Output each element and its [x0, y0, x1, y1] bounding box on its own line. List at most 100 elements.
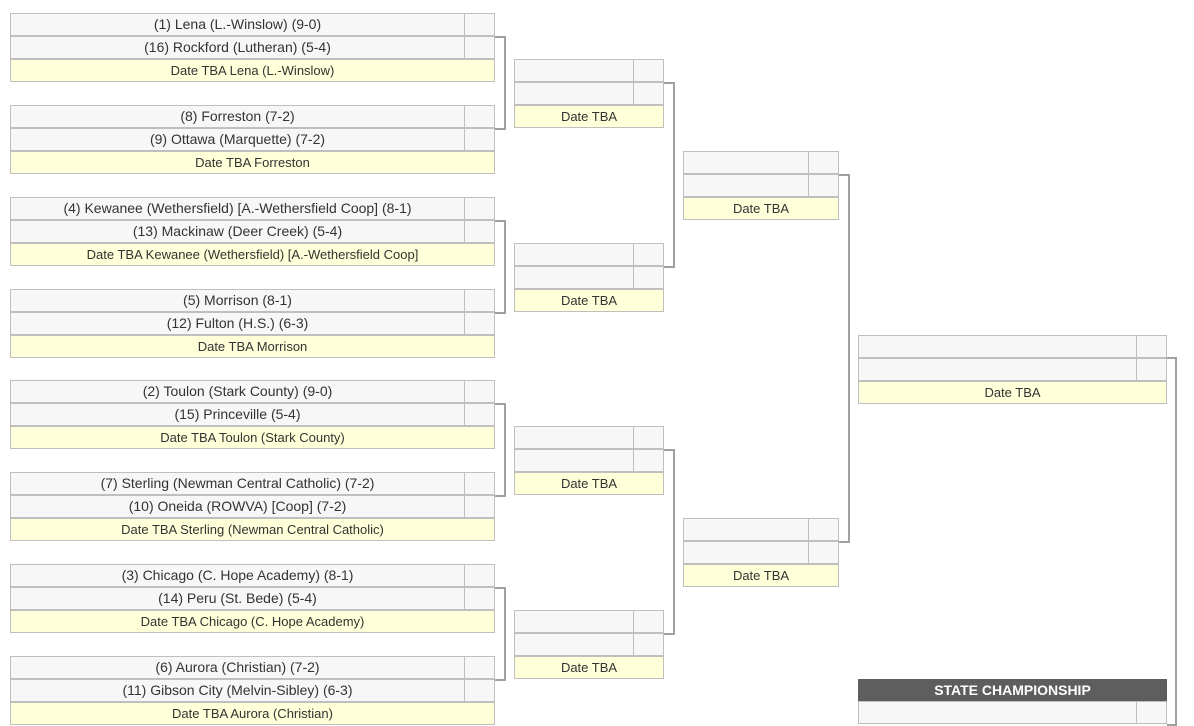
team-slot[interactable]: (1) Lena (L.-Winslow) (9-0)	[10, 13, 495, 36]
bracket-game: (1) Lena (L.-Winslow) (9-0)(16) Rockford…	[10, 13, 495, 82]
team-slot[interactable]: (2) Toulon (Stark County) (9-0)	[10, 380, 495, 403]
game-date: Date TBA Forreston	[10, 151, 495, 174]
team-slot[interactable]: (6) Aurora (Christian) (7-2)	[10, 656, 495, 679]
championship-title: STATE CHAMPIONSHIP	[858, 679, 1167, 701]
game-date: Date TBA	[514, 656, 664, 679]
team-slot[interactable]: (7) Sterling (Newman Central Catholic) (…	[10, 472, 495, 495]
team-name: (7) Sterling (Newman Central Catholic) (…	[11, 473, 465, 494]
team-name	[515, 450, 634, 471]
bracket-game: (6) Aurora (Christian) (7-2)(11) Gibson …	[10, 656, 495, 725]
game-date: Date TBA	[683, 564, 839, 587]
team-slot[interactable]: (4) Kewanee (Wethersfield) [A.-Wethersfi…	[10, 197, 495, 220]
team-slot[interactable]	[858, 358, 1167, 381]
team-name	[684, 542, 809, 563]
team-slot[interactable]	[683, 518, 839, 541]
team-name: (3) Chicago (C. Hope Academy) (8-1)	[11, 565, 465, 586]
team-slot[interactable]: (10) Oneida (ROWVA) [Coop] (7-2)	[10, 495, 495, 518]
connector-line	[664, 82, 675, 268]
bracket-game: (5) Morrison (8-1)(12) Fulton (H.S.) (6-…	[10, 289, 495, 358]
game-date: Date TBA Aurora (Christian)	[10, 702, 495, 725]
team-slot[interactable]: (13) Mackinaw (Deer Creek) (5-4)	[10, 220, 495, 243]
team-slot[interactable]: (8) Forreston (7-2)	[10, 105, 495, 128]
team-slot[interactable]: (12) Fulton (H.S.) (6-3)	[10, 312, 495, 335]
game-date: Date TBA Sterling (Newman Central Cathol…	[10, 518, 495, 541]
team-slot[interactable]	[514, 449, 664, 472]
connector-line	[495, 36, 506, 130]
team-slot[interactable]	[514, 610, 664, 633]
bracket-game: Date TBA	[858, 335, 1167, 404]
bracket-game: (4) Kewanee (Wethersfield) [A.-Wethersfi…	[10, 197, 495, 266]
bracket-game: Date TBA	[683, 518, 839, 587]
team-name: (1) Lena (L.-Winslow) (9-0)	[11, 14, 465, 35]
team-name: (2) Toulon (Stark County) (9-0)	[11, 381, 465, 402]
team-name	[684, 519, 809, 540]
game-date: Date TBA	[514, 105, 664, 128]
team-name	[515, 244, 634, 265]
team-slot[interactable]: (16) Rockford (Lutheran) (5-4)	[10, 36, 495, 59]
team-name: (9) Ottawa (Marquette) (7-2)	[11, 129, 465, 150]
bracket-game: (7) Sterling (Newman Central Catholic) (…	[10, 472, 495, 541]
team-slot[interactable]: (5) Morrison (8-1)	[10, 289, 495, 312]
game-date: Date TBA	[683, 197, 839, 220]
team-slot[interactable]	[683, 174, 839, 197]
game-date: Date TBA Lena (L.-Winslow)	[10, 59, 495, 82]
team-name	[684, 175, 809, 196]
champion-slot[interactable]	[858, 701, 1167, 724]
team-slot[interactable]	[514, 59, 664, 82]
bracket-game: Date TBA	[514, 243, 664, 312]
team-slot[interactable]: (9) Ottawa (Marquette) (7-2)	[10, 128, 495, 151]
team-name: (6) Aurora (Christian) (7-2)	[11, 657, 465, 678]
connector-line	[839, 174, 850, 543]
team-name: (8) Forreston (7-2)	[11, 106, 465, 127]
team-name: (13) Mackinaw (Deer Creek) (5-4)	[11, 221, 465, 242]
team-name	[515, 611, 634, 632]
connector-line	[664, 449, 675, 635]
team-name: (10) Oneida (ROWVA) [Coop] (7-2)	[11, 496, 465, 517]
game-date: Date TBA	[514, 472, 664, 495]
team-slot[interactable]: (15) Princeville (5-4)	[10, 403, 495, 426]
team-slot[interactable]: (3) Chicago (C. Hope Academy) (8-1)	[10, 564, 495, 587]
team-name: (15) Princeville (5-4)	[11, 404, 465, 425]
bracket-game: Date TBA	[514, 59, 664, 128]
team-slot[interactable]	[514, 426, 664, 449]
team-name	[684, 152, 809, 173]
bracket-game: (8) Forreston (7-2)(9) Ottawa (Marquette…	[10, 105, 495, 174]
team-slot[interactable]: (11) Gibson City (Melvin-Sibley) (6-3)	[10, 679, 495, 702]
connector-line	[1167, 357, 1177, 726]
game-date: Date TBA Chicago (C. Hope Academy)	[10, 610, 495, 633]
champion-name	[859, 702, 1137, 723]
game-date: Date TBA Kewanee (Wethersfield) [A.-Weth…	[10, 243, 495, 266]
bracket-game: (3) Chicago (C. Hope Academy) (8-1)(14) …	[10, 564, 495, 633]
team-name	[859, 359, 1137, 380]
team-name	[515, 60, 634, 81]
game-date: Date TBA Toulon (Stark County)	[10, 426, 495, 449]
team-name: (4) Kewanee (Wethersfield) [A.-Wethersfi…	[11, 198, 465, 219]
team-name: (11) Gibson City (Melvin-Sibley) (6-3)	[11, 680, 465, 701]
game-date: Date TBA	[858, 381, 1167, 404]
team-slot[interactable]	[858, 335, 1167, 358]
team-name: (14) Peru (St. Bede) (5-4)	[11, 588, 465, 609]
game-date: Date TBA Morrison	[10, 335, 495, 358]
team-slot[interactable]: (14) Peru (St. Bede) (5-4)	[10, 587, 495, 610]
team-slot[interactable]	[514, 243, 664, 266]
team-name: (12) Fulton (H.S.) (6-3)	[11, 313, 465, 334]
team-name: (5) Morrison (8-1)	[11, 290, 465, 311]
team-slot[interactable]	[514, 266, 664, 289]
team-name	[859, 336, 1137, 357]
game-date: Date TBA	[514, 289, 664, 312]
bracket-game: Date TBA	[683, 151, 839, 220]
team-name	[515, 427, 634, 448]
connector-line	[495, 403, 506, 497]
team-slot[interactable]	[683, 541, 839, 564]
bracket-game: Date TBA	[514, 426, 664, 495]
team-slot[interactable]	[514, 82, 664, 105]
connector-line	[495, 220, 506, 314]
team-slot[interactable]	[514, 633, 664, 656]
bracket-game: Date TBA	[514, 610, 664, 679]
team-name: (16) Rockford (Lutheran) (5-4)	[11, 37, 465, 58]
bracket-game: (2) Toulon (Stark County) (9-0)(15) Prin…	[10, 380, 495, 449]
team-slot[interactable]	[683, 151, 839, 174]
team-name	[515, 634, 634, 655]
